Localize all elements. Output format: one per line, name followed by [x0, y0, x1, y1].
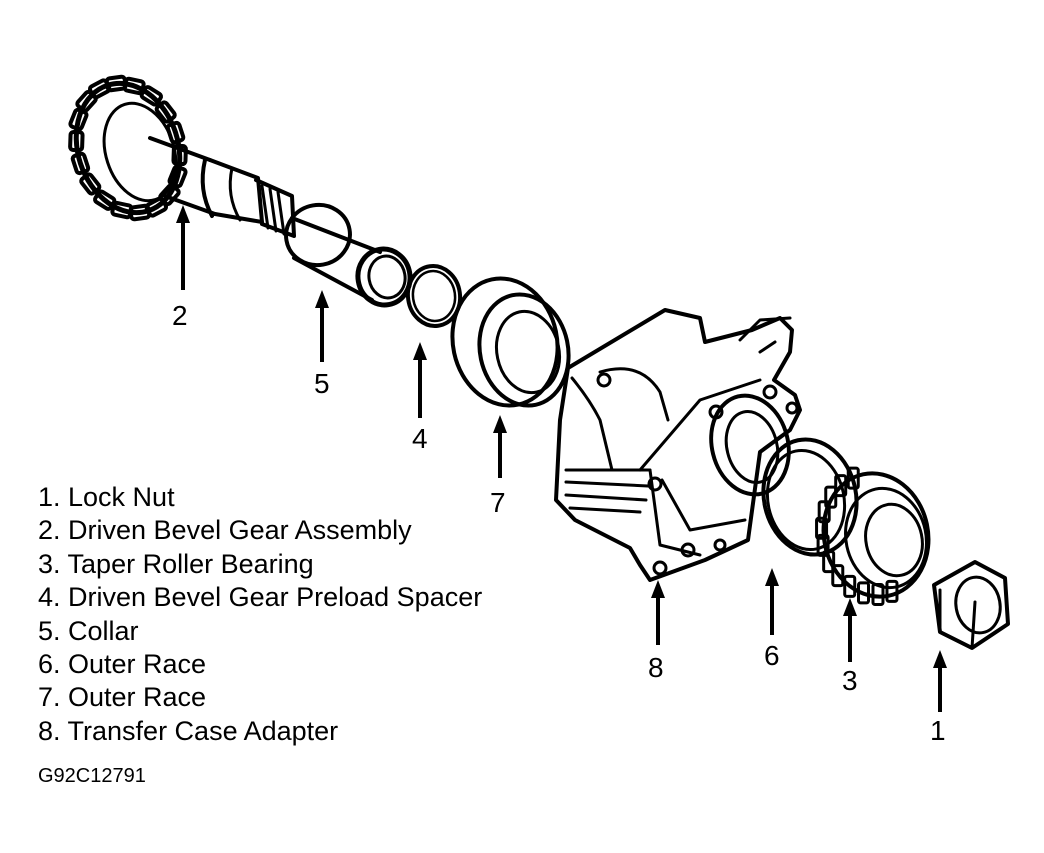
gear-tooth: [68, 129, 85, 153]
gear-tooth: [154, 100, 177, 124]
gear-tooth: [79, 172, 102, 196]
arrowhead-icon: [765, 568, 779, 586]
collar: [284, 202, 413, 308]
legend-item: 7. Outer Race: [38, 682, 206, 712]
bearing-roller: [857, 581, 871, 605]
outer-race-6: [761, 437, 859, 557]
arrowhead-icon: [843, 598, 857, 616]
bearing-roller: [815, 516, 829, 540]
callout-7: 7: [490, 487, 506, 518]
legend-item: 6. Outer Race: [38, 649, 206, 679]
callout-5: 5: [314, 368, 330, 399]
bearing-roller: [871, 583, 885, 607]
outer-race-7: [450, 276, 571, 408]
legend-item: 3. Taper Roller Bearing: [38, 549, 314, 579]
gear-tooth: [139, 85, 163, 107]
figure-id: G92C12791: [38, 765, 146, 787]
gear-tooth: [110, 200, 134, 220]
bearing-roller: [817, 500, 831, 524]
bearing-roller: [843, 574, 857, 598]
arrowhead-icon: [413, 342, 427, 360]
arrowhead-icon: [651, 580, 665, 598]
bearing-roller: [846, 466, 860, 490]
bearing-roller: [816, 533, 830, 557]
bearing-roller: [831, 564, 845, 588]
legend-item: 5. Collar: [38, 616, 139, 646]
gear-tooth: [70, 151, 91, 176]
legend-item: 4. Driven Bevel Gear Preload Spacer: [38, 582, 482, 612]
callout-6: 6: [764, 640, 780, 671]
gear-tooth: [165, 120, 186, 145]
gear-tooth: [122, 76, 146, 96]
arrowhead-icon: [176, 205, 190, 223]
lock-nut: [932, 560, 1010, 650]
callout-8: 8: [648, 652, 664, 683]
callout-2: 2: [172, 300, 188, 331]
bearing-roller: [834, 474, 848, 498]
arrowhead-icon: [315, 290, 329, 308]
legend-item: 2. Driven Bevel Gear Assembly: [38, 515, 412, 545]
gear-tooth: [93, 189, 117, 211]
callout-3: 3: [842, 665, 858, 696]
arrowhead-icon: [933, 650, 947, 668]
gear-tooth: [171, 143, 188, 167]
callout-4: 4: [412, 423, 428, 454]
legend-item: 8. Transfer Case Adapter: [38, 716, 338, 746]
callout-1: 1: [930, 715, 946, 746]
taper-roller-bearing: [815, 466, 931, 607]
bearing-roller: [885, 579, 899, 603]
driven-bevel-gear-assembly: [68, 74, 296, 238]
arrowhead-icon: [493, 415, 507, 433]
preload-spacer: [405, 264, 463, 328]
legend: 1. Lock Nut 2. Driven Bevel Gear Assembl…: [38, 482, 482, 746]
bearing-roller: [824, 485, 838, 509]
callout-arrows: [176, 205, 947, 712]
transfer-case-adapter: [554, 308, 802, 582]
legend-item: 1. Lock Nut: [38, 482, 175, 512]
